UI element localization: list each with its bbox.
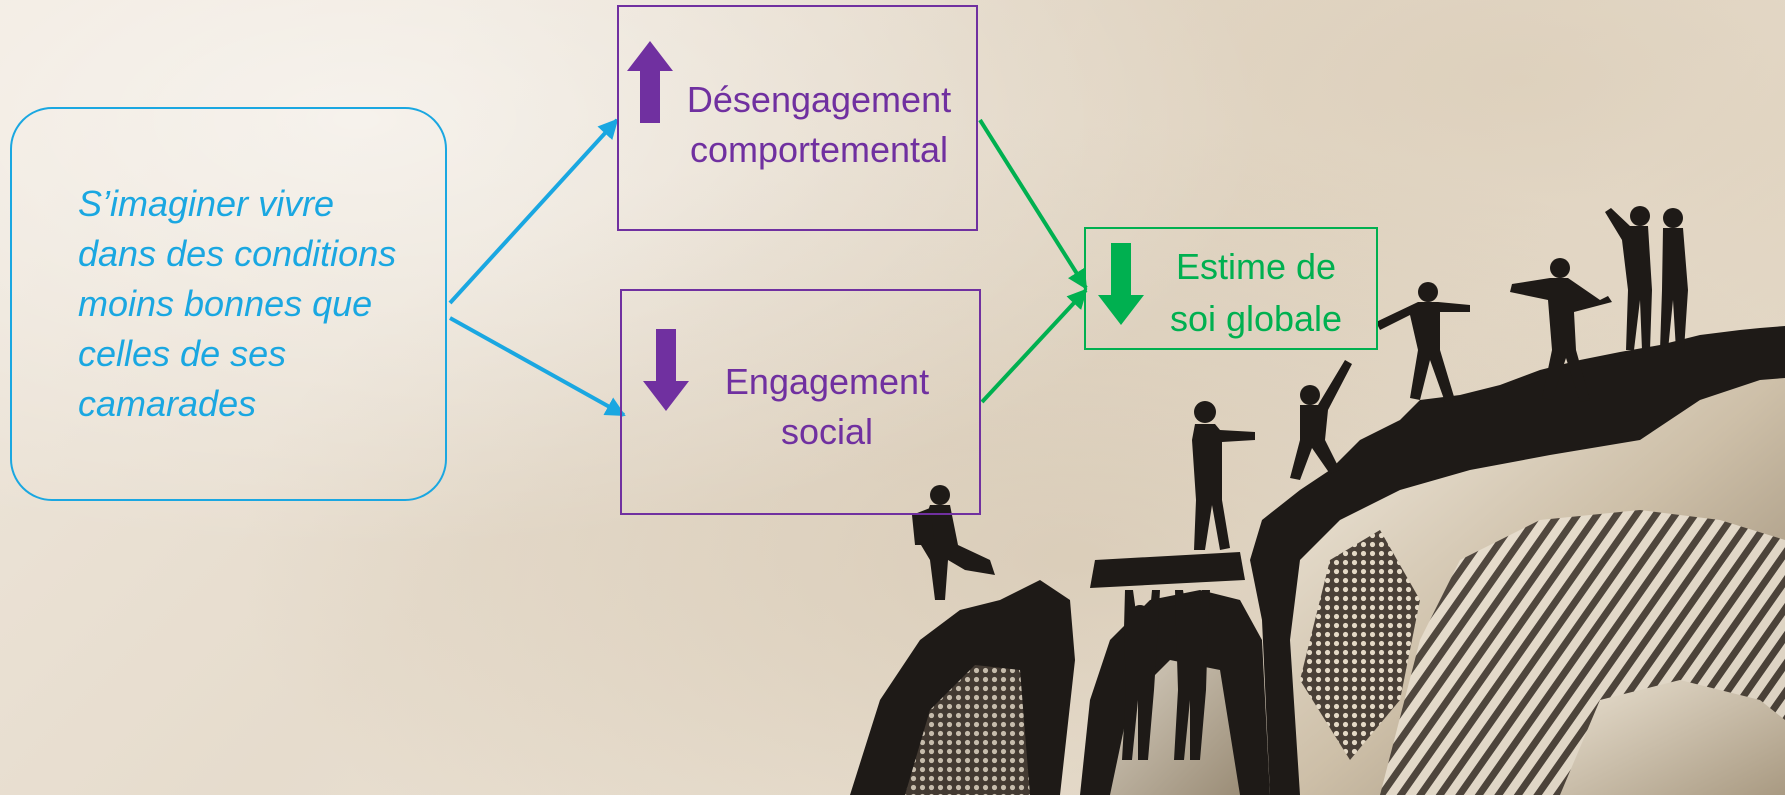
- arrow-engagement-to-esteem: [980, 288, 1088, 404]
- arrow-source-to-engagement: [449, 316, 626, 417]
- engagement-label-line2: social: [780, 411, 874, 452]
- self-esteem-label: Estime de soi globale: [1136, 241, 1376, 345]
- disengagement-label-line1: Désengagement: [686, 79, 952, 120]
- engagement-box: Engagement social: [620, 289, 981, 515]
- arrow-disengagement-to-esteem: [978, 118, 1088, 290]
- arrow-down-icon: [643, 329, 689, 411]
- disengagement-label: Désengagement comportemental: [659, 75, 979, 175]
- arrow-source-to-disengagement: [448, 118, 619, 305]
- disengagement-box: Désengagement comportemental: [617, 5, 978, 231]
- disengagement-label-line2: comportemental: [689, 129, 949, 170]
- self-esteem-label-line1: Estime de: [1175, 246, 1337, 287]
- source-box: S’imaginer vivre dans des conditions moi…: [10, 107, 447, 501]
- arrow-down-icon: [1098, 243, 1144, 325]
- source-label: S’imaginer vivre dans des conditions moi…: [78, 183, 397, 424]
- self-esteem-label-line2: soi globale: [1169, 298, 1343, 339]
- self-esteem-box: Estime de soi globale: [1084, 227, 1378, 350]
- engagement-label: Engagement social: [677, 357, 977, 457]
- engagement-label-line1: Engagement: [724, 361, 930, 402]
- arrow-up-icon: [627, 41, 673, 123]
